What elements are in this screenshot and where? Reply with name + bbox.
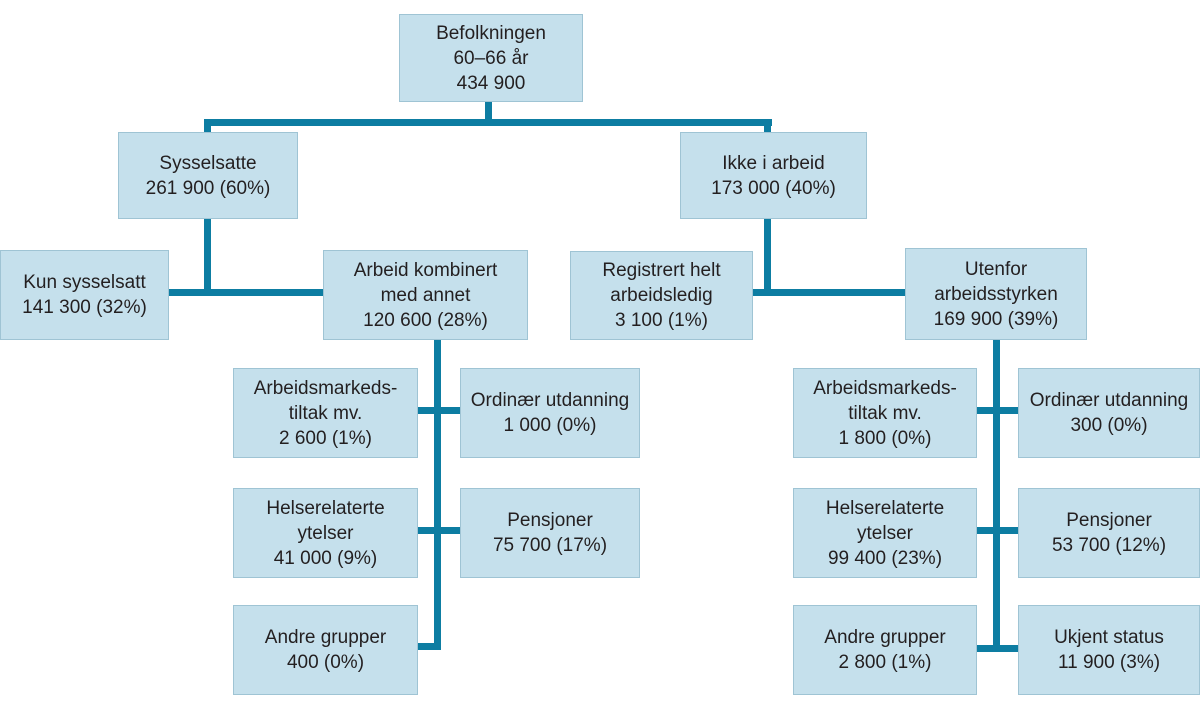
node-label: Befolkningen — [436, 22, 546, 44]
node-sublabel: ytelser — [857, 522, 913, 544]
node-ordinaer-utdanning-right: Ordinær utdanning 300 (0%) — [1018, 368, 1200, 458]
node-value: 261 900 (60%) — [145, 177, 271, 199]
node-value: 169 900 (39%) — [933, 308, 1059, 330]
connector-left-row1-stub — [418, 407, 461, 414]
node-label: Registrert helt — [602, 260, 721, 281]
connector-sysselsatte-drop — [204, 219, 211, 296]
node-label: Pensjoner — [507, 510, 593, 531]
connector-level3-right-horizontal — [752, 289, 906, 296]
node-pensjoner-left: Pensjoner 75 700 (17%) — [460, 488, 640, 578]
node-label: Ordinær utdanning — [470, 390, 630, 411]
node-kun-sysselsatt: Kun sysselsatt 141 300 (32%) — [0, 250, 169, 340]
node-value: 1 000 (0%) — [503, 415, 597, 436]
node-label: Pensjoner — [1066, 510, 1152, 531]
node-value: 2 800 (1%) — [838, 652, 932, 673]
node-andre-grupper-left: Andre grupper 400 (0%) — [233, 605, 418, 695]
node-ikke-i-arbeid: Ikke i arbeid 173 000 (40%) — [680, 132, 867, 219]
connector-level2-left-drop — [204, 119, 211, 135]
node-label: Helserelaterte — [825, 497, 945, 519]
node-value: 3 100 (1%) — [615, 310, 708, 331]
node-value: 53 700 (12%) — [1051, 535, 1167, 556]
node-label: Sysselsatte — [159, 152, 257, 174]
node-label: Ukjent status — [1054, 627, 1164, 648]
node-registrert-arbeidsledig: Registrert helt arbeidsledig 3 100 (1%) — [570, 251, 753, 340]
node-sublabel: tiltak mv. — [288, 402, 363, 424]
node-label: Andre grupper — [264, 627, 387, 648]
node-value: 400 (0%) — [286, 652, 365, 673]
node-sublabel: 60–66 år — [453, 47, 529, 69]
node-arbeid-kombinert: Arbeid kombinert med annet 120 600 (28%) — [323, 250, 528, 340]
node-value: 75 700 (17%) — [492, 535, 608, 556]
node-label: Kun sysselsatt — [23, 272, 146, 293]
node-label: Arbeid kombinert — [353, 259, 498, 281]
connector-right-row1-stub — [977, 407, 1018, 414]
node-sysselsatte: Sysselsatte 261 900 (60%) — [118, 132, 298, 219]
node-label: Andre grupper — [824, 627, 946, 648]
connector-right-trunk — [993, 340, 1000, 652]
node-value: 99 400 (23%) — [827, 547, 943, 569]
connector-level2-horizontal — [204, 119, 772, 126]
connector-right-row3-stub — [977, 645, 1018, 652]
node-andre-grupper-right: Andre grupper 2 800 (1%) — [793, 605, 977, 695]
node-label: Arbeidsmarkeds- — [253, 377, 398, 399]
node-label: Ordinær utdanning — [1029, 390, 1189, 411]
node-arbeidsmarkedstiltak-left: Arbeidsmarkeds- tiltak mv. 2 600 (1%) — [233, 368, 418, 458]
connector-level2-right-drop — [764, 119, 771, 135]
node-helserelaterte-right: Helserelaterte ytelser 99 400 (23%) — [793, 488, 977, 578]
node-label: Helserelaterte — [266, 497, 385, 519]
node-value: 1 800 (0%) — [838, 427, 932, 449]
connector-left-row2-stub — [418, 527, 461, 534]
node-label: Arbeidsmarkeds- — [813, 377, 957, 399]
node-sublabel: arbeidsledig — [610, 285, 713, 306]
node-value: 41 000 (9%) — [273, 547, 378, 569]
node-utenfor-arbeidsstyrken: Utenfor arbeidsstyrken 169 900 (39%) — [905, 248, 1087, 340]
node-befolkningen: Befolkningen 60–66 år 434 900 — [399, 14, 583, 102]
node-helserelaterte-left: Helserelaterte ytelser 41 000 (9%) — [233, 488, 418, 578]
node-value: 434 900 — [456, 72, 526, 94]
node-pensjoner-right: Pensjoner 53 700 (12%) — [1018, 488, 1200, 578]
node-arbeidsmarkedstiltak-right: Arbeidsmarkeds- tiltak mv. 1 800 (0%) — [793, 368, 977, 458]
node-value: 120 600 (28%) — [363, 309, 488, 331]
node-value: 300 (0%) — [1070, 415, 1148, 436]
connector-left-trunk — [434, 340, 441, 650]
node-ukjent-status: Ukjent status 11 900 (3%) — [1018, 605, 1200, 695]
node-sublabel: ytelser — [297, 522, 354, 544]
node-sublabel: arbeidsstyrken — [934, 283, 1058, 305]
node-ordinaer-utdanning-left: Ordinær utdanning 1 000 (0%) — [460, 368, 640, 458]
connector-right-row2-stub — [977, 527, 1018, 534]
node-sublabel: tiltak mv. — [848, 402, 922, 424]
node-value: 11 900 (3%) — [1057, 652, 1161, 673]
node-value: 141 300 (32%) — [22, 297, 147, 318]
connector-left-row3-elbow — [418, 643, 441, 650]
node-value: 2 600 (1%) — [279, 427, 372, 449]
connector-level3-left-horizontal — [169, 289, 324, 296]
node-label: Ikke i arbeid — [722, 152, 825, 174]
connector-root-drop — [485, 101, 492, 126]
node-label: Utenfor — [964, 258, 1028, 280]
node-value: 173 000 (40%) — [711, 177, 836, 199]
connector-ikke-i-arbeid-drop — [764, 219, 771, 296]
node-sublabel: med annet — [380, 284, 471, 306]
